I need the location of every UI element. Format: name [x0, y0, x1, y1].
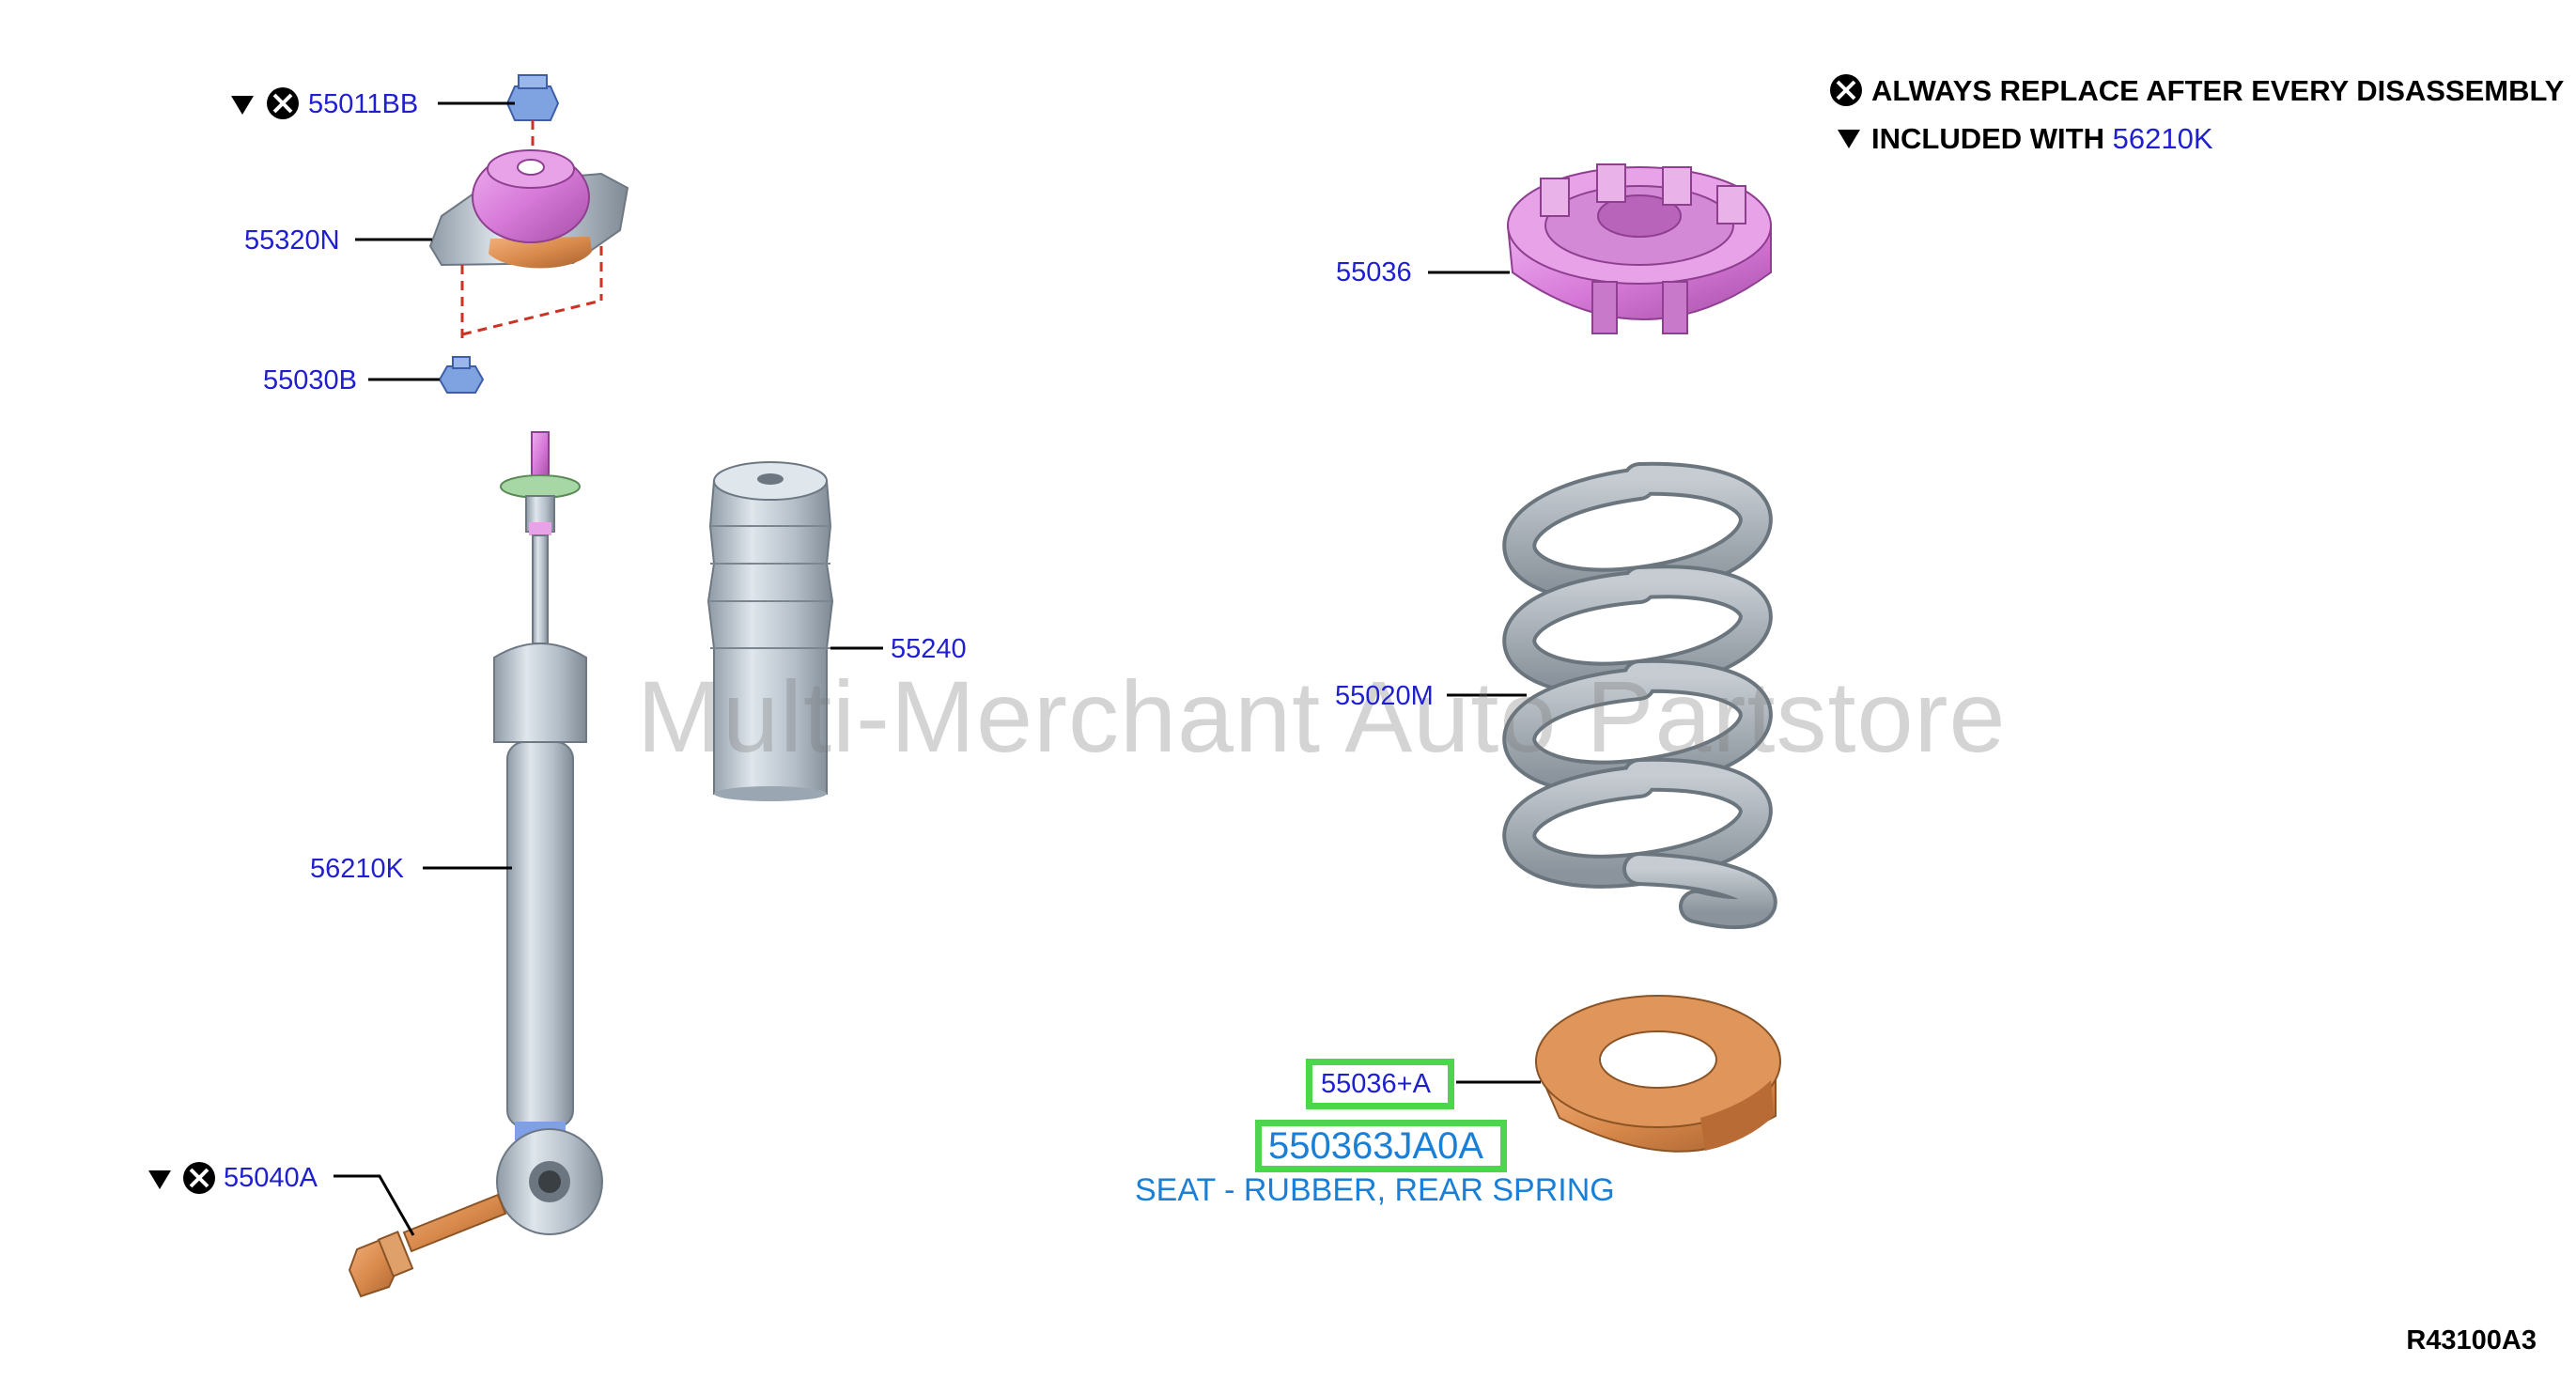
mount-55320N-drawing [428, 149, 629, 338]
label-55011BB[interactable]: 55011BB [308, 89, 419, 119]
legend-included-code-link[interactable]: 56210K [2112, 122, 2213, 155]
label-55036[interactable]: 55036 [1336, 257, 1412, 287]
label-55030B[interactable]: 55030B [263, 365, 357, 395]
highlight-box-55036A [1306, 1059, 1454, 1109]
legend-replace: ALWAYS REPLACE AFTER EVERY DISASSEMBLY [1871, 76, 2564, 105]
bolt-55040A-drawing [348, 1193, 507, 1298]
nut-55030B-drawing [438, 356, 485, 394]
seat-550363JA0A-drawing[interactable] [1535, 995, 1781, 1153]
bumpstop-55240-drawing [706, 461, 834, 801]
replace-icon-55040A [183, 1162, 215, 1194]
shock-56210K-drawing [493, 431, 603, 1235]
watermark: Multi-Merchant Auto Partstore [637, 659, 2007, 773]
leader-55040A [334, 1174, 415, 1236]
replace-icon-55011BB [267, 87, 299, 119]
legend-replace-text: ALWAYS REPLACE AFTER EVERY DISASSEMBLY [1871, 74, 2565, 107]
diagram-reference-code: R43100A3 [2406, 1325, 2537, 1355]
triangle-icon-55040A [148, 1170, 171, 1189]
label-56210K[interactable]: 56210K [310, 854, 404, 884]
triangle-icon-55011BB [231, 96, 254, 115]
replace-icon-legend [1830, 74, 1862, 106]
legend-included-text: INCLUDED WITH [1871, 122, 2104, 155]
selected-part-description: SEAT - RUBBER, REAR SPRING [1135, 1172, 1615, 1208]
spring-55020M-drawing [1502, 461, 1777, 930]
label-55040A[interactable]: 55040A [224, 1163, 318, 1193]
selected-part-number[interactable]: 550363JA0A [1268, 1125, 1484, 1167]
seat-55036-drawing [1506, 163, 1772, 334]
legend-included: INCLUDED WITH 56210K [1871, 124, 2213, 153]
label-55020M[interactable]: 55020M [1335, 681, 1434, 711]
nut-55011BB-drawing [505, 74, 560, 171]
label-55036A[interactable]: 55036+A [1321, 1069, 1431, 1099]
label-55240[interactable]: 55240 [891, 634, 967, 664]
highlight-box-selected-part-number [1255, 1120, 1507, 1172]
label-55320N[interactable]: 55320N [244, 225, 340, 256]
triangle-icon-legend [1838, 130, 1860, 148]
